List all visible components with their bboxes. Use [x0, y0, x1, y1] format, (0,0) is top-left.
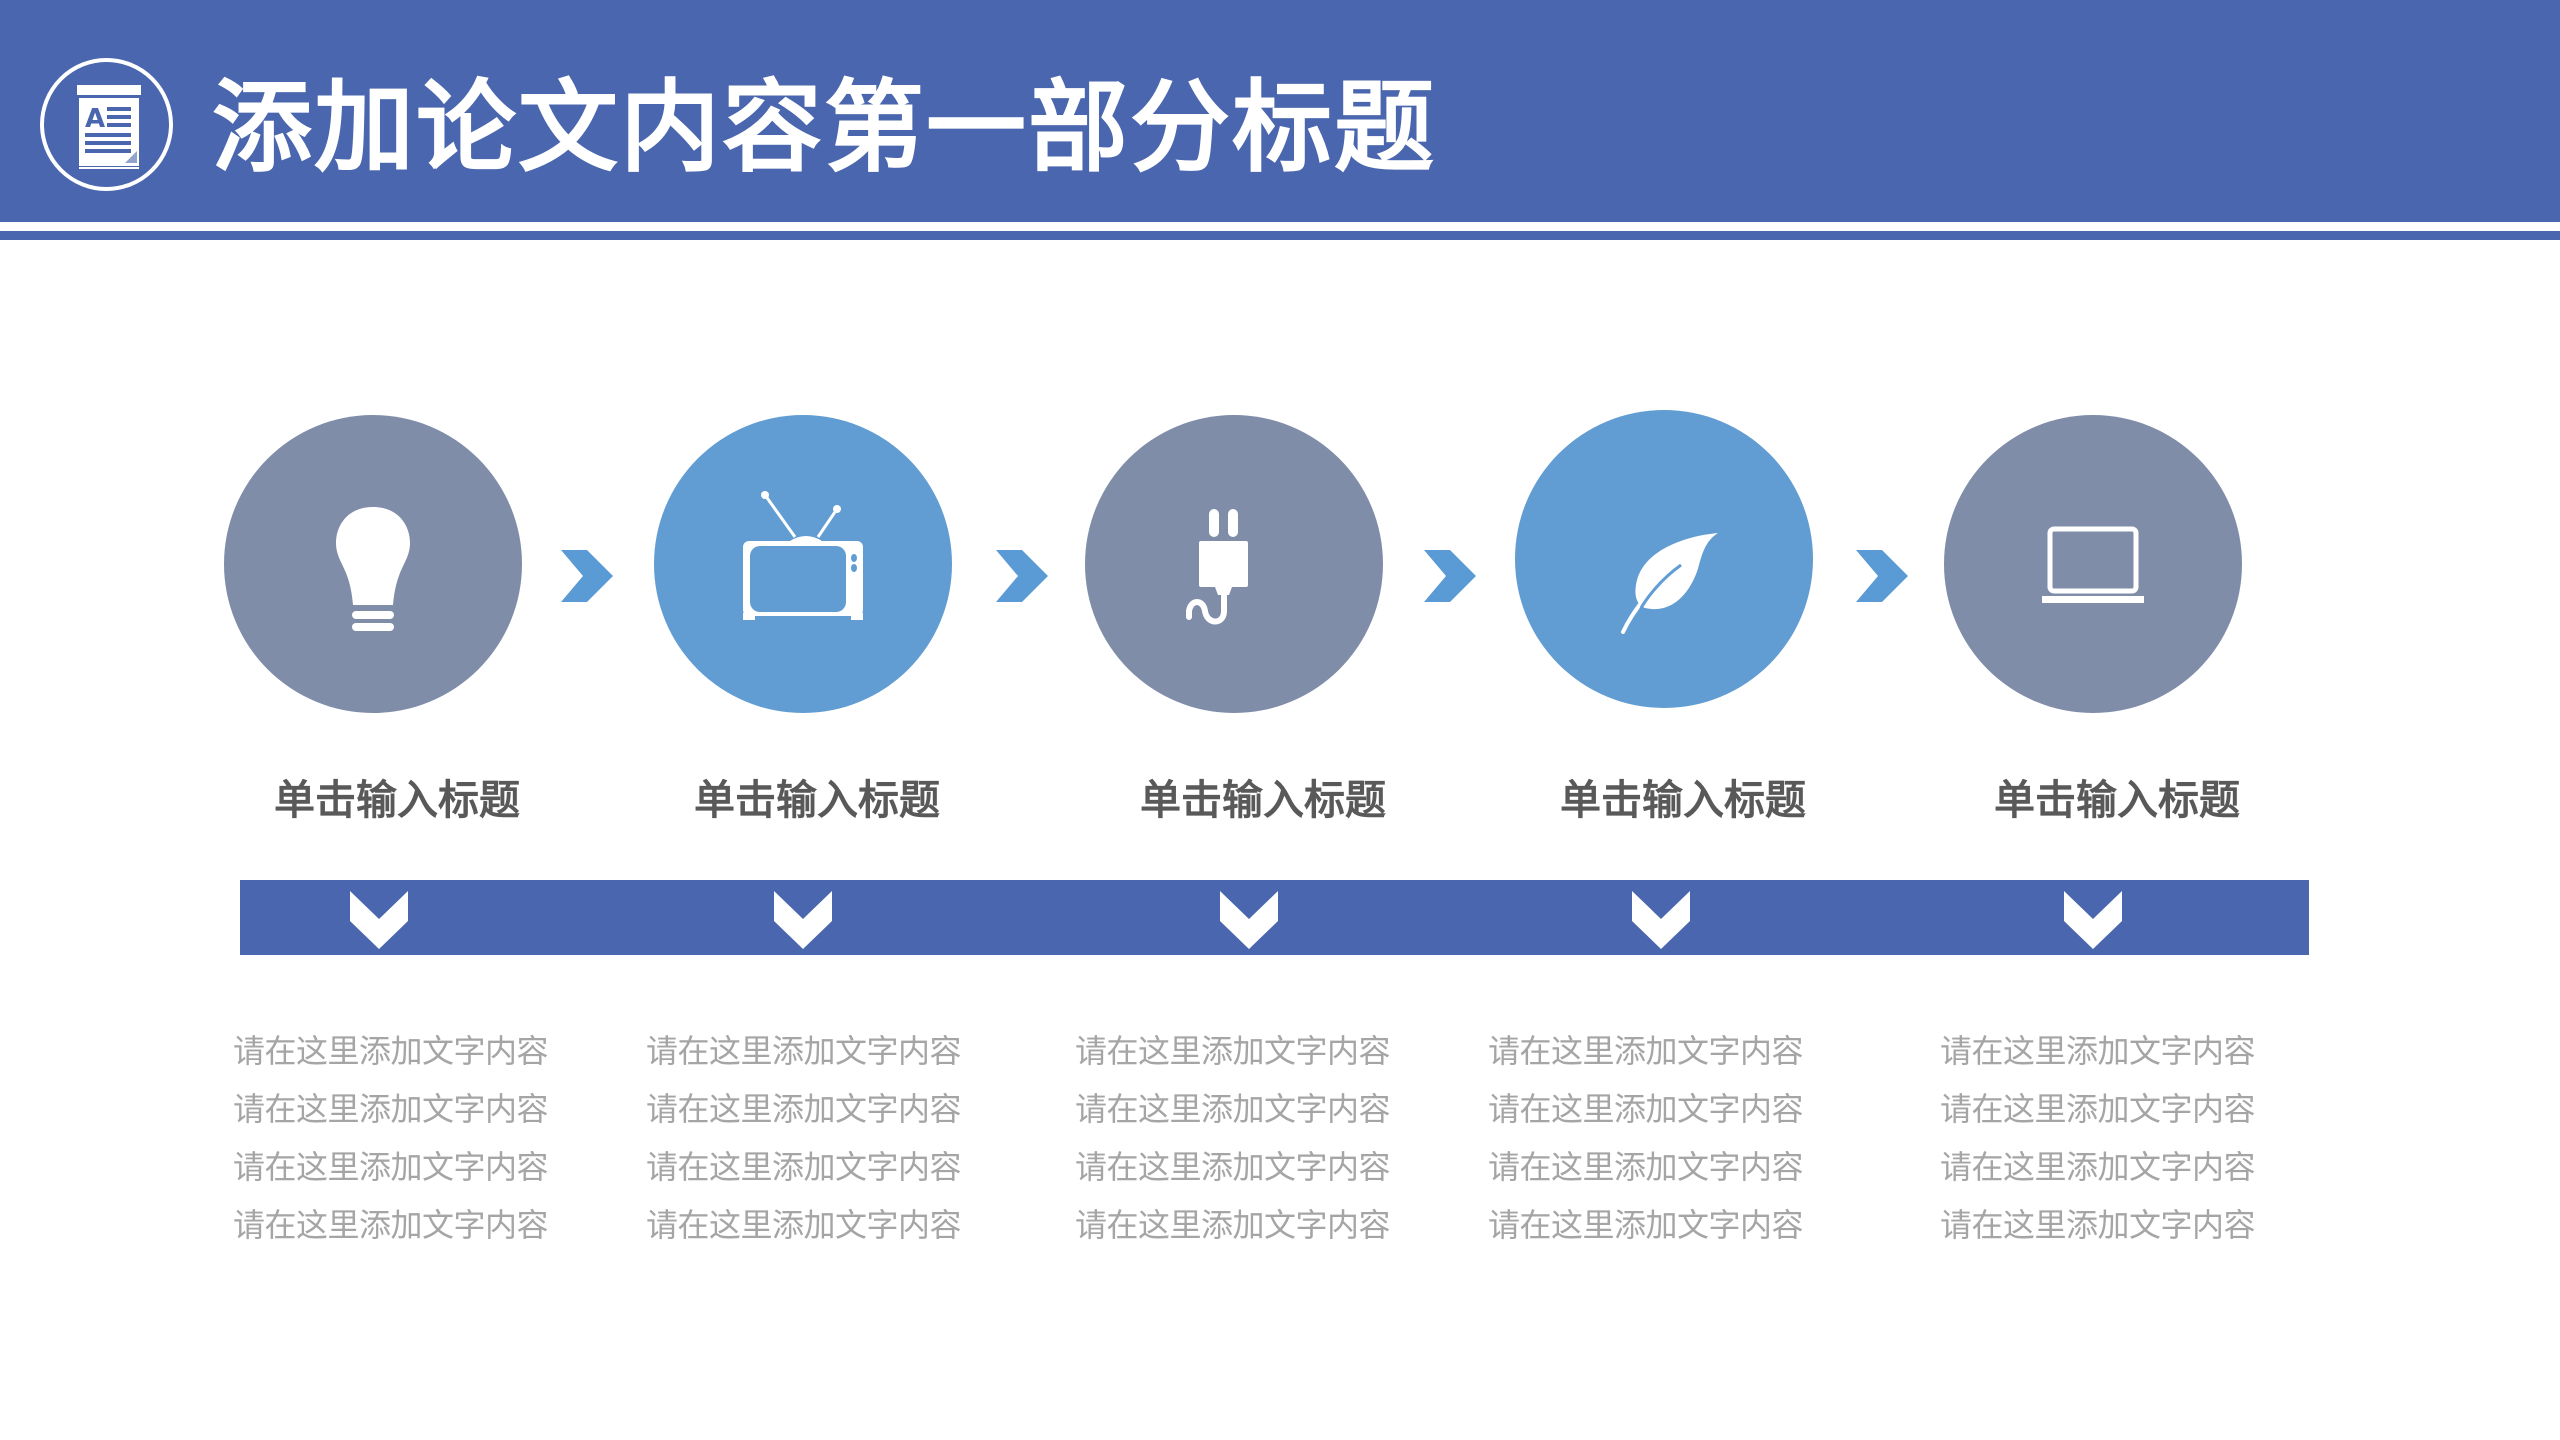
description-line: 请在这里添加文字内容 [233, 1032, 549, 1070]
page-title: 添加论文内容第一部分标题 [212, 69, 1436, 186]
description-line: 请在这里添加文字内容 [1075, 1090, 1391, 1128]
step-circle-1[interactable] [224, 415, 522, 713]
description-line: 请在这里添加文字内容 [1940, 1090, 2256, 1128]
description-line: 请在这里添加文字内容 [1488, 1148, 1804, 1186]
description-line: 请在这里添加文字内容 [646, 1032, 962, 1070]
description-line: 请在这里添加文字内容 [1075, 1032, 1391, 1070]
description-line: 请在这里添加文字内容 [1075, 1206, 1391, 1244]
description-line: 请在这里添加文字内容 [1940, 1148, 2256, 1186]
description-line: 请在这里添加文字内容 [233, 1206, 549, 1244]
description-line: 请在这里添加文字内容 [233, 1090, 549, 1128]
step-title-1[interactable]: 单击输入标题 [274, 776, 520, 824]
step-circle-3[interactable] [1085, 415, 1383, 713]
step-description-1[interactable]: 请在这里添加文字内容 请在这里添加文字内容 请在这里添加文字内容 请在这里添加文… [233, 1022, 549, 1254]
arrow-right-icon [996, 550, 1048, 602]
header-band [0, 0, 2560, 222]
step-circle-5[interactable] [1944, 415, 2242, 713]
header-badge: A [40, 58, 173, 191]
description-line: 请在这里添加文字内容 [646, 1090, 962, 1128]
step-title-2[interactable]: 单击输入标题 [694, 776, 940, 824]
chevron-down-icon [1220, 891, 1278, 949]
chevron-down-icon [2064, 891, 2122, 949]
step-title-5[interactable]: 单击输入标题 [1994, 776, 2240, 824]
description-line: 请在这里添加文字内容 [1940, 1032, 2256, 1070]
svg-text:A: A [85, 104, 105, 134]
description-line: 请在这里添加文字内容 [1488, 1032, 1804, 1070]
description-line: 请在这里添加文字内容 [233, 1148, 549, 1186]
chevron-down-icon [1632, 891, 1690, 949]
step-circle-2[interactable] [654, 415, 952, 713]
step-description-5[interactable]: 请在这里添加文字内容 请在这里添加文字内容 请在这里添加文字内容 请在这里添加文… [1940, 1022, 2256, 1254]
timeline-bar [240, 880, 2309, 955]
arrow-right-icon [561, 550, 613, 602]
step-title-3[interactable]: 单击输入标题 [1140, 776, 1386, 824]
arrow-right-icon [1856, 550, 1908, 602]
television-icon [743, 491, 863, 620]
step-title-4[interactable]: 单击输入标题 [1560, 776, 1806, 824]
arrow-right-icon [1424, 550, 1476, 602]
step-description-2[interactable]: 请在这里添加文字内容 请在这里添加文字内容 请在这里添加文字内容 请在这里添加文… [646, 1022, 962, 1254]
leaf-icon [1621, 533, 1718, 634]
description-line: 请在这里添加文字内容 [646, 1148, 962, 1186]
description-line: 请在这里添加文字内容 [1940, 1206, 2256, 1244]
step-circle-4[interactable] [1515, 410, 1813, 708]
step-description-3[interactable]: 请在这里添加文字内容 请在这里添加文字内容 请在这里添加文字内容 请在这里添加文… [1075, 1022, 1391, 1254]
chevron-down-icon [774, 891, 832, 949]
step-description-4[interactable]: 请在这里添加文字内容 请在这里添加文字内容 请在这里添加文字内容 请在这里添加文… [1488, 1022, 1804, 1254]
description-line: 请在这里添加文字内容 [1488, 1206, 1804, 1244]
description-line: 请在这里添加文字内容 [646, 1206, 962, 1244]
header-divider-stripe [0, 231, 2560, 240]
lightbulb-icon [336, 507, 410, 631]
description-line: 请在这里添加文字内容 [1075, 1148, 1391, 1186]
document-icon: A [77, 85, 141, 169]
laptop-icon [2042, 526, 2144, 603]
chevron-down-icon [350, 891, 408, 949]
plug-icon [1186, 509, 1248, 625]
description-line: 请在这里添加文字内容 [1488, 1090, 1804, 1128]
